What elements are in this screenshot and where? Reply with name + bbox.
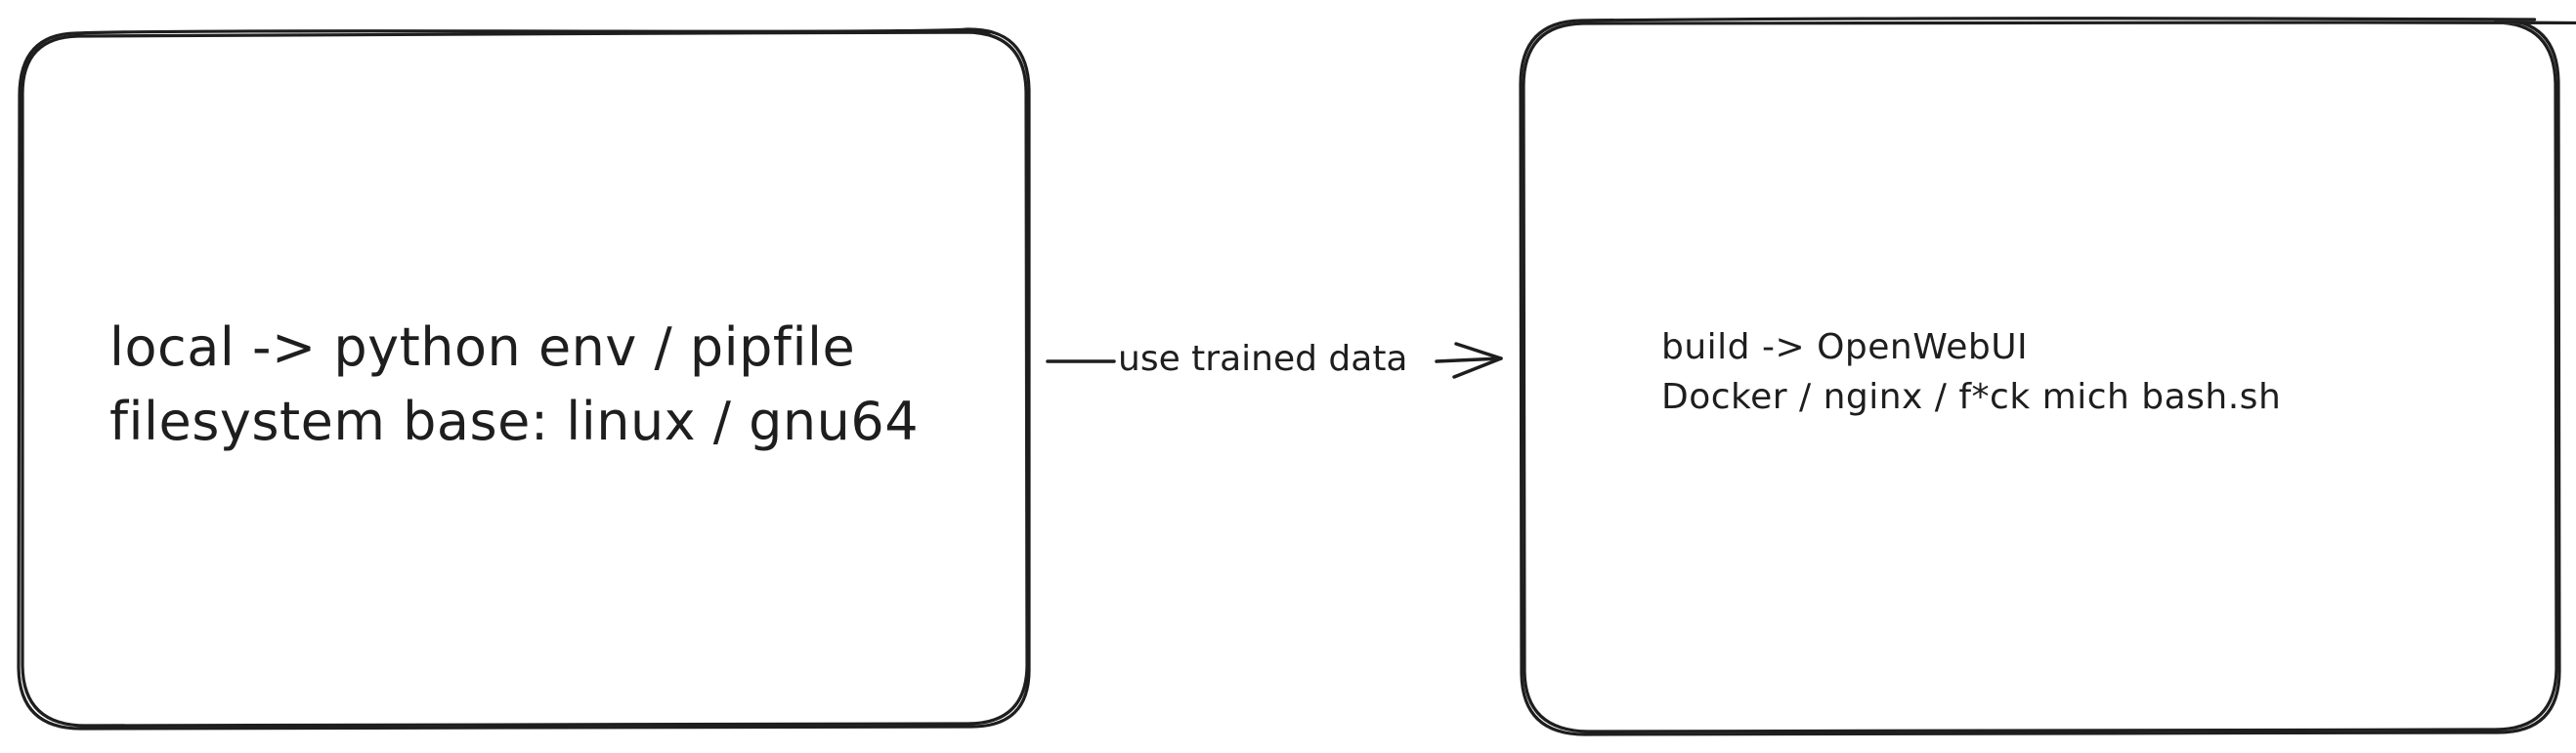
right-box-line-1: build -> OpenWebUI	[1661, 327, 2029, 367]
right-box-text: build -> OpenWebUI Docker / nginx / f*ck…	[1661, 322, 2281, 422]
connector-arrow[interactable]	[1046, 342, 1503, 379]
left-box-text: local -> python env / pipfile filesystem…	[109, 311, 919, 459]
left-box-line-2: filesystem base: linux / gnu64	[109, 391, 920, 452]
arrowhead-icon	[1452, 342, 1503, 379]
connector-label: use trained data	[1116, 338, 1410, 381]
right-box[interactable]	[1519, 17, 2576, 736]
left-box[interactable]	[17, 27, 1031, 731]
left-box-line-1: local -> python env / pipfile	[109, 316, 856, 378]
right-box-line-2: Docker / nginx / f*ck mich bash.sh	[1661, 377, 2282, 417]
